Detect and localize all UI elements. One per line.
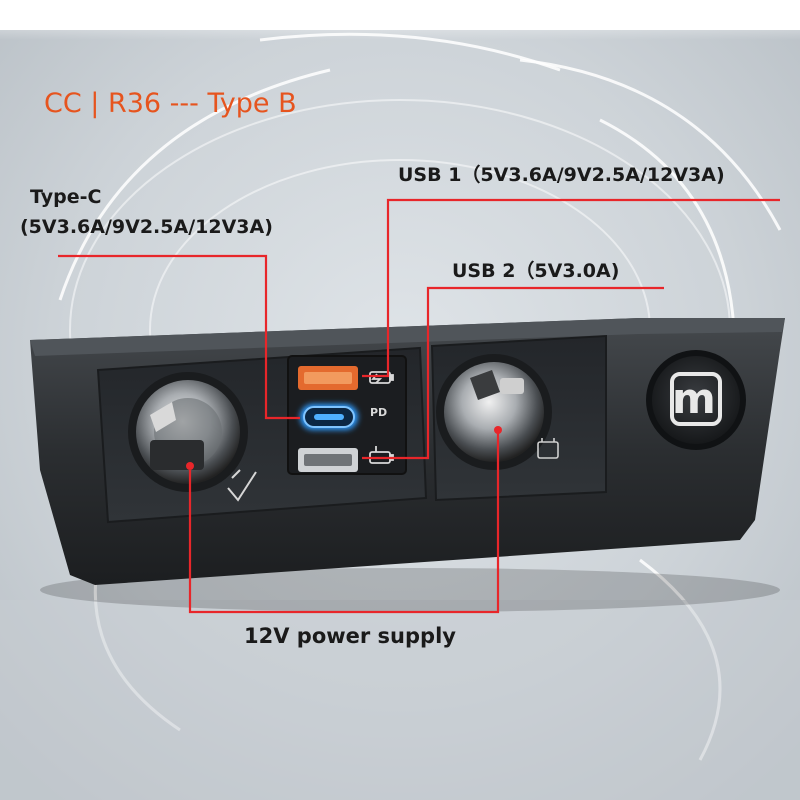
brand-logo-icon	[646, 350, 746, 450]
usb2-port	[298, 448, 358, 472]
page-title: CC | R36 --- Type B	[44, 88, 297, 119]
usb2-label: USB 2（5V3.0A)	[452, 260, 620, 282]
power-supply-label: 12V power supply	[244, 624, 456, 648]
typec-port	[300, 404, 358, 430]
pd-port-label: PD	[370, 406, 388, 419]
cigarette-socket-icon	[128, 372, 248, 492]
typec-label: Type-C	[30, 186, 102, 208]
usb1-port	[298, 366, 358, 390]
usb1-label: USB 1（5V3.6A/9V2.5A/12V3A)	[398, 164, 725, 186]
typec-spec-label: (5V3.6A/9V2.5A/12V3A)	[20, 216, 273, 238]
logo-glyph: m	[672, 374, 716, 423]
leader-lines	[58, 198, 780, 614]
cigarette-socket-right	[436, 354, 552, 470]
